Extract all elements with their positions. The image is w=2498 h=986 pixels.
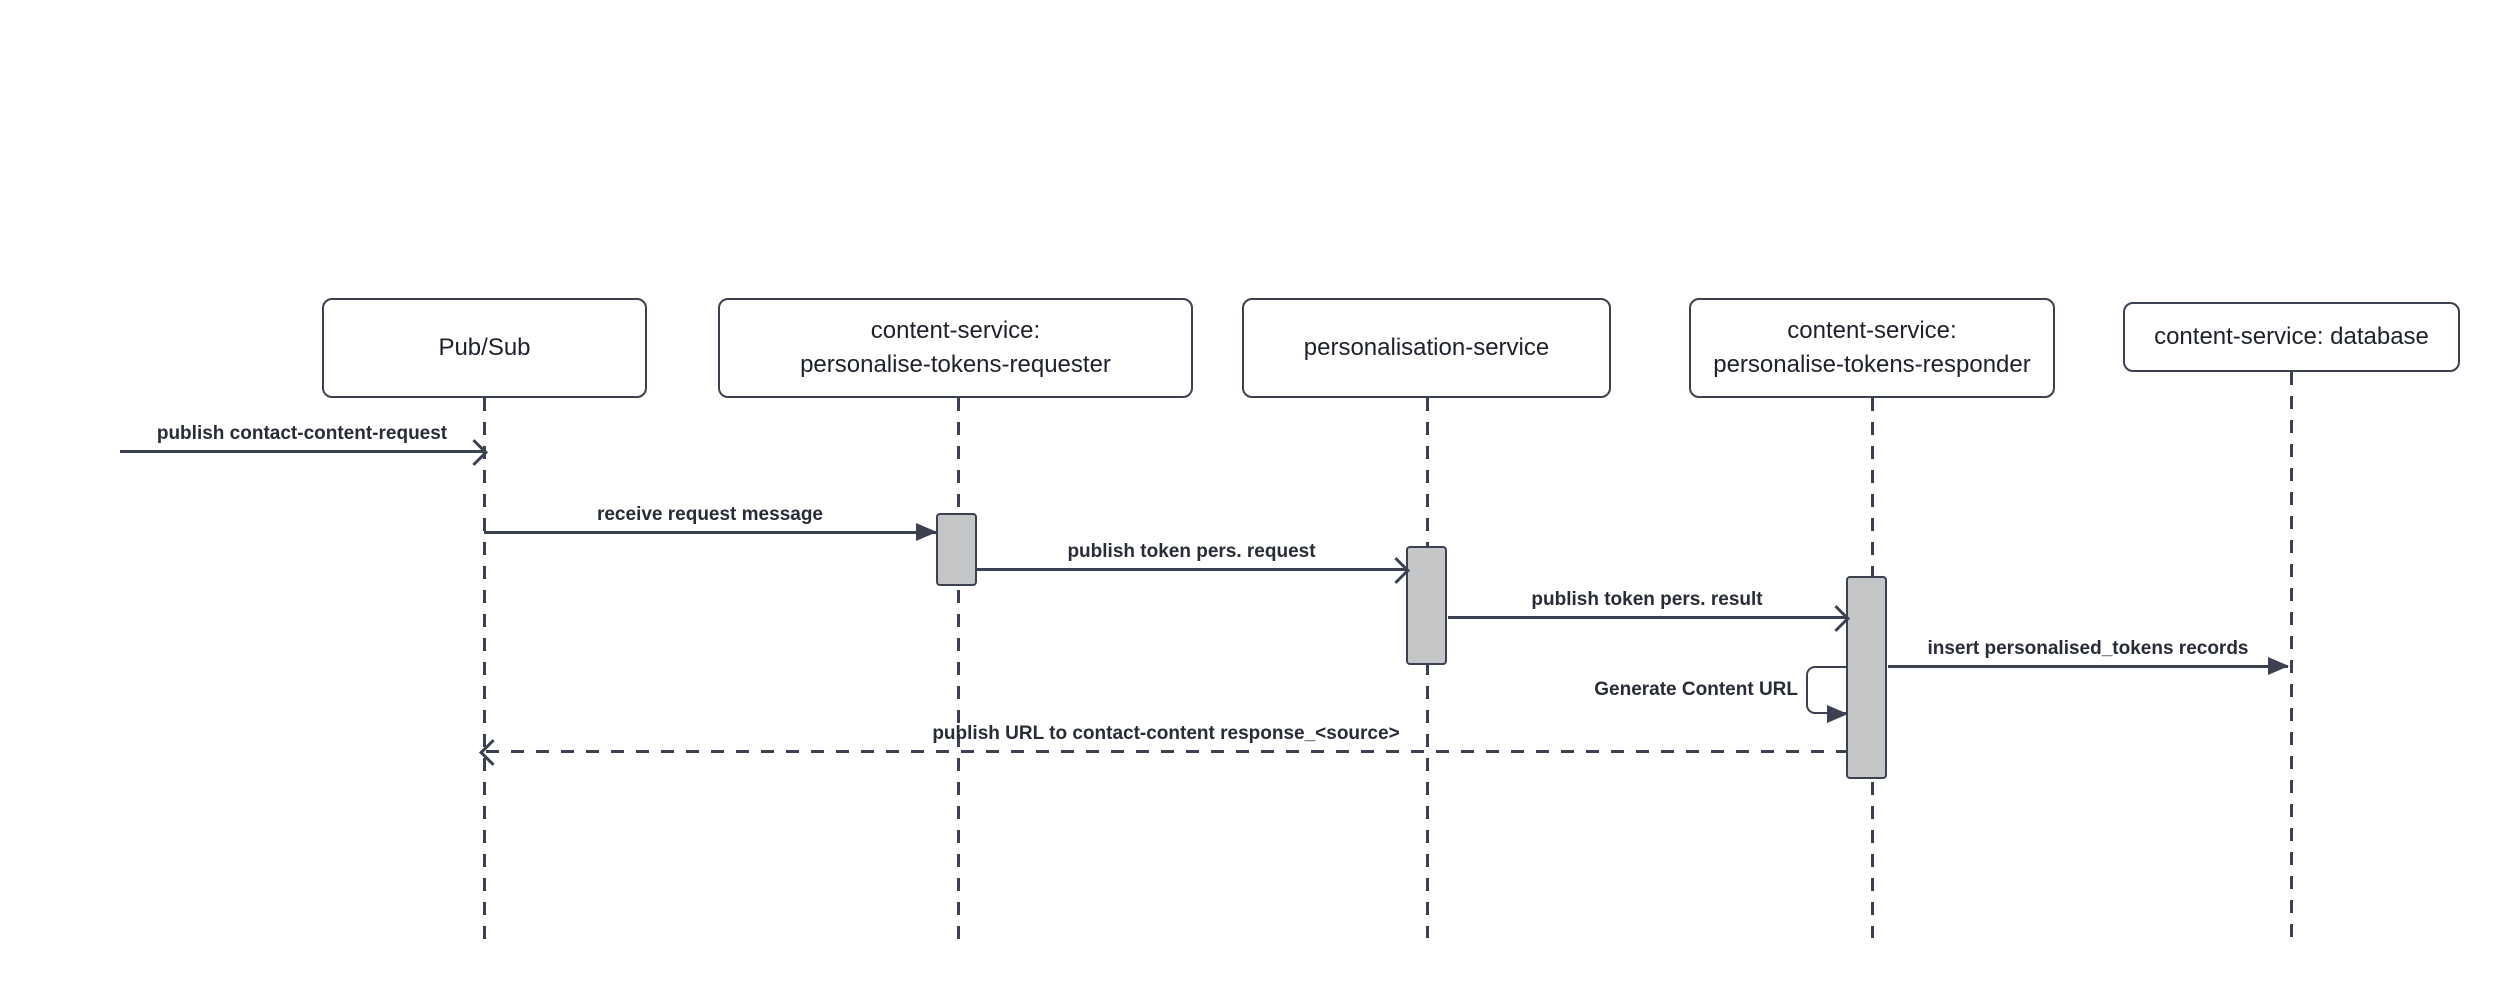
message-line bbox=[484, 531, 936, 534]
actor-box-pubsub: Pub/Sub bbox=[322, 298, 647, 398]
actor-box-content-service-personalise-tokens-requester: content-service: personalise-tokens-requ… bbox=[718, 298, 1193, 398]
actor-label: content-service: database bbox=[2154, 323, 2429, 350]
activation-bar-personalisation-service bbox=[1406, 546, 1447, 665]
message-label: receive request message bbox=[596, 504, 824, 525]
actor-box-content-service-personalise-tokens-responder: content-service: personalise-tokens-resp… bbox=[1689, 298, 2055, 398]
activation-bar-requester bbox=[936, 513, 977, 586]
lifeline-content-service-personalise-tokens-requester bbox=[956, 398, 960, 943]
actor-label: personalisation-service bbox=[1303, 334, 1550, 361]
message-line bbox=[1888, 665, 2288, 668]
message-line bbox=[486, 750, 1846, 753]
message-label: Generate Content URL bbox=[1594, 679, 1798, 700]
actor-label: Pub/Sub bbox=[438, 334, 531, 361]
actor-label: content-service: personalise-tokens-requ… bbox=[800, 317, 1111, 378]
activation-bar-responder bbox=[1846, 576, 1887, 779]
actor-box-personalisation-service: personalisation-service bbox=[1242, 298, 1611, 398]
filled-arrowhead-icon bbox=[1827, 704, 1848, 723]
lifeline-content-service-database bbox=[2289, 372, 2293, 938]
message-label: publish token pers. result bbox=[1531, 589, 1763, 610]
actor-box-content-service-database: content-service: database bbox=[2123, 302, 2460, 372]
message-label: insert personalised_tokens records bbox=[1927, 638, 2249, 659]
filled-arrowhead-icon bbox=[2268, 657, 2289, 676]
message-label: publish contact-content-request bbox=[156, 423, 448, 444]
message-line bbox=[1448, 616, 1846, 619]
message-label: publish URL to contact-content response_… bbox=[932, 723, 1400, 744]
actor-label: content-service: personalise-tokens-resp… bbox=[1713, 317, 2031, 378]
message-generate-content-url-self-loop bbox=[1806, 666, 1848, 723]
message-line bbox=[120, 450, 484, 453]
lifeline-personalisation-service bbox=[1425, 398, 1429, 938]
message-line bbox=[977, 568, 1406, 571]
filled-arrowhead-icon bbox=[916, 523, 937, 542]
message-label: publish token pers. request bbox=[1067, 541, 1316, 562]
lifeline-pubsub bbox=[482, 398, 486, 948]
